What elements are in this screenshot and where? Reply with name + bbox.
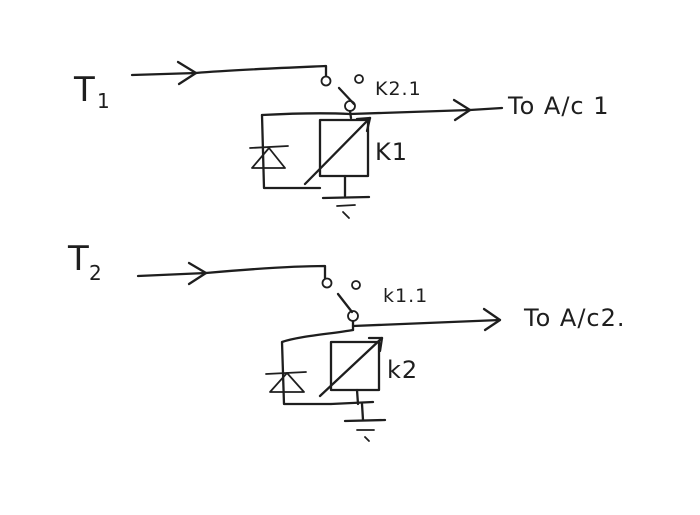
output-arrow-icon	[482, 307, 502, 332]
relay-label-k2: k2	[387, 356, 418, 384]
output-label-2: To A/c2.	[523, 304, 626, 332]
input-label-t2: T	[67, 239, 89, 279]
output-wire	[260, 108, 472, 117]
ground-icon	[321, 195, 371, 219]
output-wire	[351, 318, 502, 328]
ground-icon	[343, 402, 387, 442]
input-arrow-icon	[136, 261, 327, 286]
circuit-2: T 2 k1.1 To A/c2.	[67, 239, 626, 442]
output-label-1: To A/c 1	[507, 92, 610, 120]
circuit-1: T 1 K2.1 To A/c 1	[73, 60, 610, 219]
input-label-t1: T	[73, 70, 95, 110]
relay-label-k1: K1	[375, 138, 408, 166]
switch-label-k1-1: k1.1	[383, 285, 428, 307]
input-subscript-t2: 2	[89, 261, 102, 285]
switch-label-k2-1: K2.1	[375, 78, 422, 100]
diode-icon	[249, 113, 322, 190]
switch-contact-icon	[321, 277, 361, 332]
relay-coil-icon	[303, 116, 372, 198]
input-subscript-t1: 1	[97, 89, 110, 113]
relay-coil-icon	[318, 336, 384, 406]
switch-contact-icon	[320, 74, 364, 120]
diode-icon	[265, 328, 355, 406]
input-arrow-icon	[130, 60, 328, 86]
output-arrow-icon	[452, 98, 504, 122]
